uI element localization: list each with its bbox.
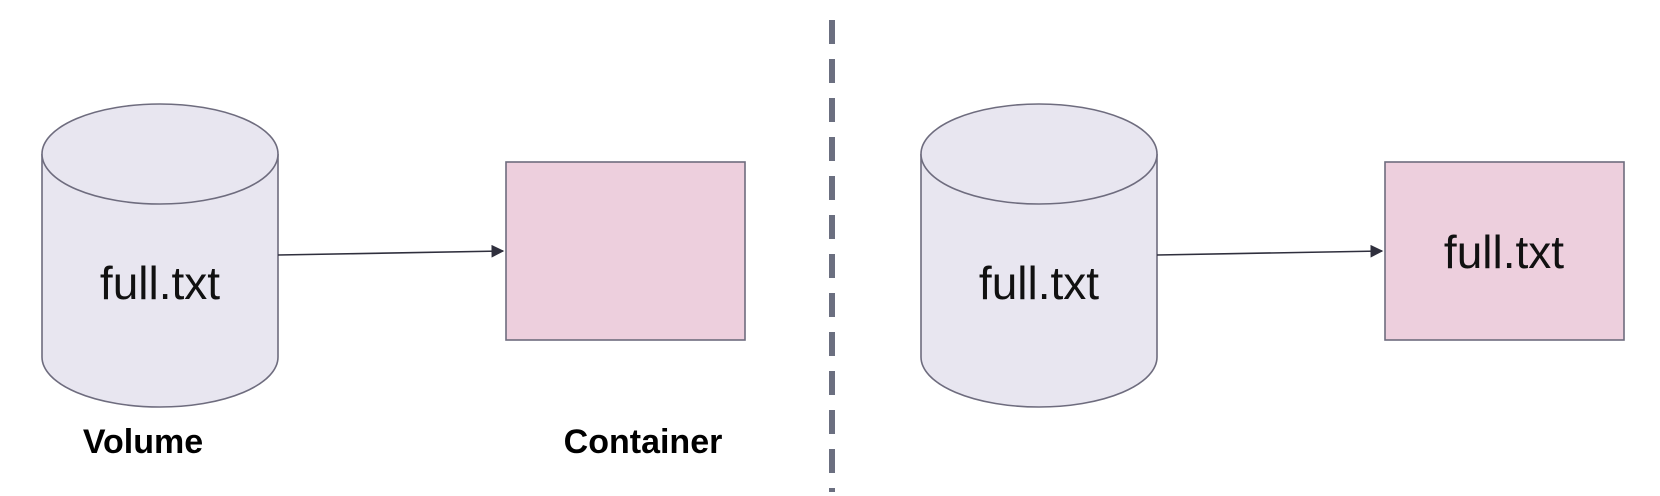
right-container-box: full.txt (1384, 161, 1625, 341)
left-panel: full.txt Volume Container (41, 103, 746, 461)
left-container-box (505, 161, 746, 341)
right-volume-file-label: full.txt (979, 257, 1099, 309)
left-mount-arrow (277, 244, 505, 258)
right-volume-cylinder: full.txt (920, 103, 1158, 408)
right-mount-arrow (1156, 244, 1384, 258)
left-volume-file-label: full.txt (100, 257, 220, 309)
container-caption: Container (564, 423, 723, 461)
right-panel: full.txt full.txt (920, 103, 1625, 408)
left-volume-cylinder: full.txt (41, 103, 279, 408)
volume-caption: Volume (83, 423, 203, 461)
right-container-file-label: full.txt (1444, 226, 1564, 278)
